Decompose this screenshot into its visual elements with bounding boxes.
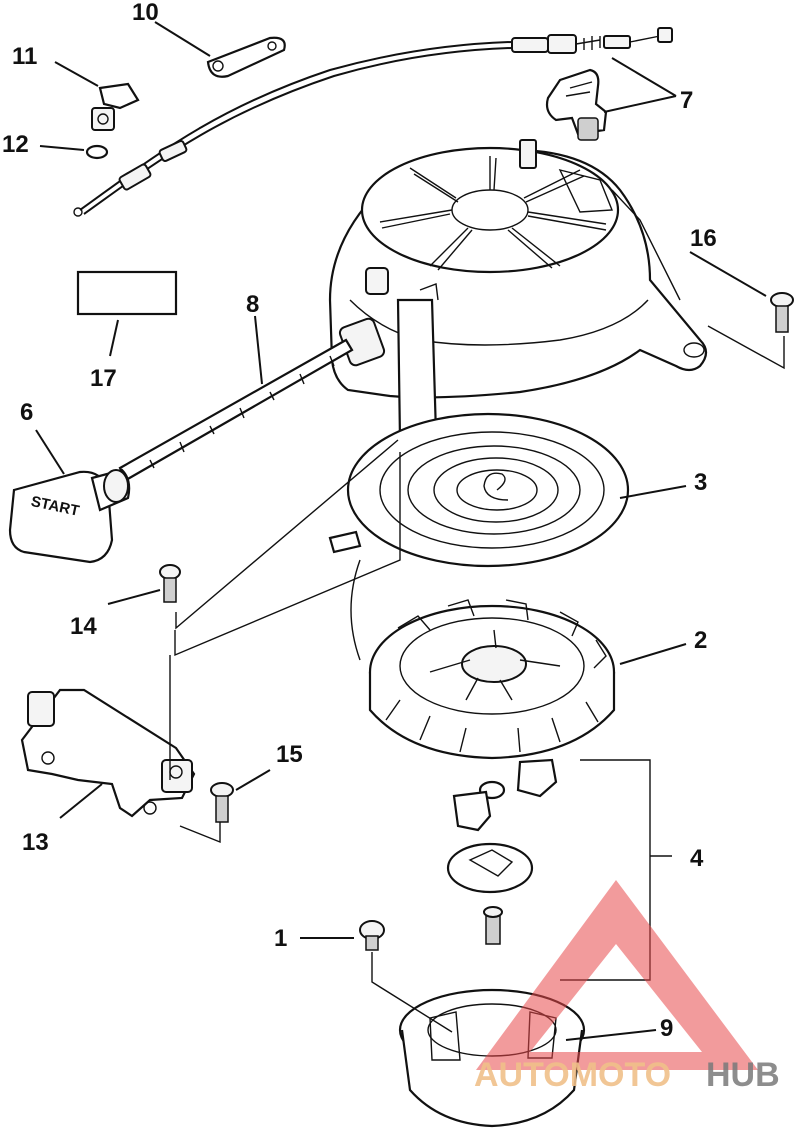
callout-16: 15: [276, 741, 303, 768]
watermark: AUTOMOTO HUB: [474, 880, 780, 1094]
callout-4: 4: [690, 845, 704, 872]
part-13-bracket: [20, 688, 196, 818]
callout-10: 10: [132, 0, 159, 26]
callout-1: 1: [274, 925, 287, 952]
part-7-cam: [545, 68, 608, 141]
part-17-decal: [76, 270, 178, 316]
watermark-brand-part1: AUTOMOTO: [474, 1056, 671, 1094]
callout-3: 3: [694, 469, 707, 496]
part-3-spring: [328, 412, 630, 661]
callout-labels: 10 11 12 7 16 8 17 6 3 14 2 15 13 4 1 9: [2, 0, 717, 1042]
part-16-bolt: [210, 782, 234, 823]
part-12-washer: [85, 144, 109, 160]
callout-8: 8: [246, 291, 259, 318]
callout-2: 2: [694, 627, 707, 654]
part-4-pawl-assembly: [446, 758, 558, 945]
part-6-handle: START: [8, 468, 131, 564]
callout-13: 13: [22, 829, 49, 856]
part-14-bolt: [159, 564, 181, 603]
callout-7: 7: [680, 87, 693, 114]
part-7-cable: [73, 27, 673, 217]
part-15-bolt: [770, 292, 794, 333]
callout-6: 6: [20, 399, 33, 426]
part-2-pulley: [368, 599, 616, 760]
assembly-lines: [169, 325, 785, 1033]
part-1-screw: [359, 920, 385, 951]
part-8-rope: [118, 338, 354, 482]
part-10-bracket: [206, 36, 286, 78]
callout-9: 9: [660, 1015, 673, 1042]
callout-11: 11: [12, 43, 37, 70]
leader-lines: [35, 21, 767, 1041]
part-11-clip: [91, 82, 140, 131]
callout-12: 12: [2, 131, 29, 158]
callout-14: 14: [70, 613, 97, 640]
starter-housing: [328, 139, 708, 447]
callout-17: 17: [90, 365, 117, 392]
watermark-brand-part2: HUB: [706, 1056, 780, 1094]
watermark-triangle-icon: [476, 880, 758, 1070]
callout-15: 16: [690, 225, 717, 252]
